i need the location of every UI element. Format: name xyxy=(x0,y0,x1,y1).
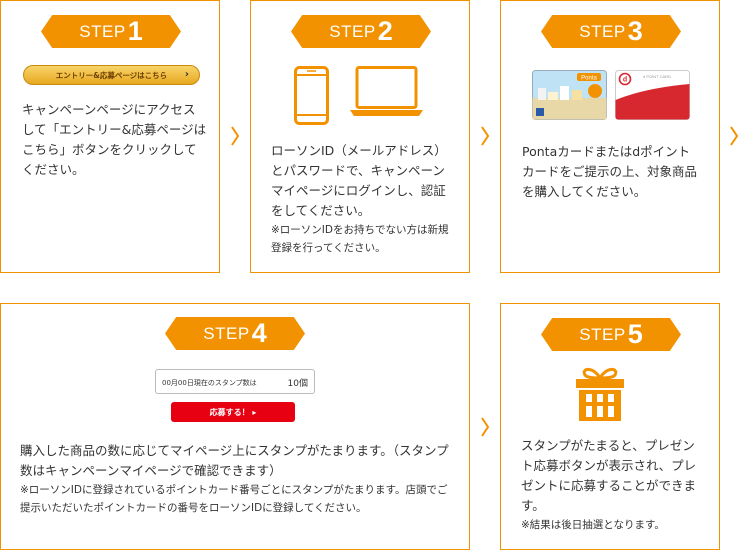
chevron-right-icon xyxy=(481,126,490,146)
step-1-text: キャンペーンページにアクセスして「エントリー&応募ページはこちら」ボタンをクリッ… xyxy=(22,102,207,177)
step-5-text: スタンプがたまると、プレゼント応募ボタンが表示され、プレゼントに応募することがで… xyxy=(521,438,697,513)
step-3-card: STEP 3 Ponta d d POINT CARD Pontaカードまたはd… xyxy=(500,0,720,273)
step-2-description: ローソンID（メールアドレス）とパスワードで、キャンペーンマイページにログインし… xyxy=(271,141,456,257)
ponta-card-label: Ponta xyxy=(581,76,597,82)
step-label: STEP xyxy=(329,21,376,41)
step-label: STEP xyxy=(203,323,250,343)
stamp-count-display: 00月00日現在のスタンプ数は 10個 xyxy=(155,369,315,394)
step-number: 5 xyxy=(627,319,643,349)
step-5-description: スタンプがたまると、プレゼント応募ボタンが表示され、プレゼントに応募することがで… xyxy=(521,436,706,534)
step-2-text: ローソンID（メールアドレス）とパスワードで、キャンペーンマイページにログインし… xyxy=(271,143,447,218)
step-4-text: 購入した商品の数に応じてマイページ上にスタンプがたまります。（スタンプ数はキャン… xyxy=(20,443,449,478)
step-2-banner: STEP 2 xyxy=(291,15,431,48)
chevron-right-icon xyxy=(481,417,490,437)
laptop-icon xyxy=(350,66,423,116)
entry-apply-page-button[interactable]: エントリー&応募ページはこちら › xyxy=(23,65,200,85)
apply-button[interactable]: 応募する！ ▸ xyxy=(171,402,295,422)
phone-icon xyxy=(294,66,329,125)
step-number: 4 xyxy=(251,318,267,348)
step-3-banner: STEP 3 xyxy=(541,15,681,48)
stamp-count-value: 10個 xyxy=(287,379,308,389)
chevron-right-icon xyxy=(231,126,240,146)
step-label: STEP xyxy=(579,324,626,344)
step-5-note: ※結果は後日抽選となります。 xyxy=(521,519,665,531)
entry-button-label: エントリー&応募ページはこちら xyxy=(55,70,168,80)
apply-button-label: 応募する！ ▸ xyxy=(209,407,257,417)
chevron-right-icon: › xyxy=(184,69,189,80)
step-1-description: キャンペーンページにアクセスして「エントリー&応募ページはこちら」ボタンをクリッ… xyxy=(22,100,207,180)
step-3-description: Pontaカードまたはdポイントカードをご提示の上、対象商品を購入してください。 xyxy=(522,142,702,202)
svg-text:d: d xyxy=(623,77,627,84)
stamp-count-label: 00月00日現在のスタンプ数は xyxy=(162,379,257,387)
step-label: STEP xyxy=(79,21,126,41)
step-5-banner: STEP 5 xyxy=(541,318,681,351)
gift-icon xyxy=(576,367,624,421)
step-5-card: STEP 5 スタンプがたまると、プレゼント応募ボタンが表示され、プレゼントに応… xyxy=(500,303,720,550)
d-point-card-icon: d d POINT CARD xyxy=(615,70,690,120)
step-number: 1 xyxy=(127,16,143,46)
step-4-banner: STEP 4 xyxy=(165,317,305,350)
step-1-banner: STEP 1 xyxy=(41,15,181,48)
step-label: STEP xyxy=(579,21,626,41)
step-2-card: STEP 2 ローソンID（メールアドレス）とパスワードで、キャンペーンマイペー… xyxy=(250,0,470,273)
chevron-right-icon xyxy=(730,126,739,146)
step-number: 3 xyxy=(627,16,643,46)
step-4-note: ※ローソンIDに登録されているポイントカード番号ごとにスタンプがたまります。店頭… xyxy=(20,484,448,514)
step-number: 2 xyxy=(377,16,393,46)
d-point-card-label: d POINT CARD xyxy=(643,74,671,79)
step-3-text: Pontaカードまたはdポイントカードをご提示の上、対象商品を購入してください。 xyxy=(522,144,698,199)
step-1-card: STEP 1 エントリー&応募ページはこちら › キャンペーンページにアクセスし… xyxy=(0,0,220,273)
step-2-note: ※ローソンIDをお持ちでない方は新規登録を行ってください。 xyxy=(271,224,449,254)
step-4-description: 購入した商品の数に応じてマイページ上にスタンプがたまります。（スタンプ数はキャン… xyxy=(20,441,450,517)
ponta-card-icon: Ponta xyxy=(532,70,607,120)
